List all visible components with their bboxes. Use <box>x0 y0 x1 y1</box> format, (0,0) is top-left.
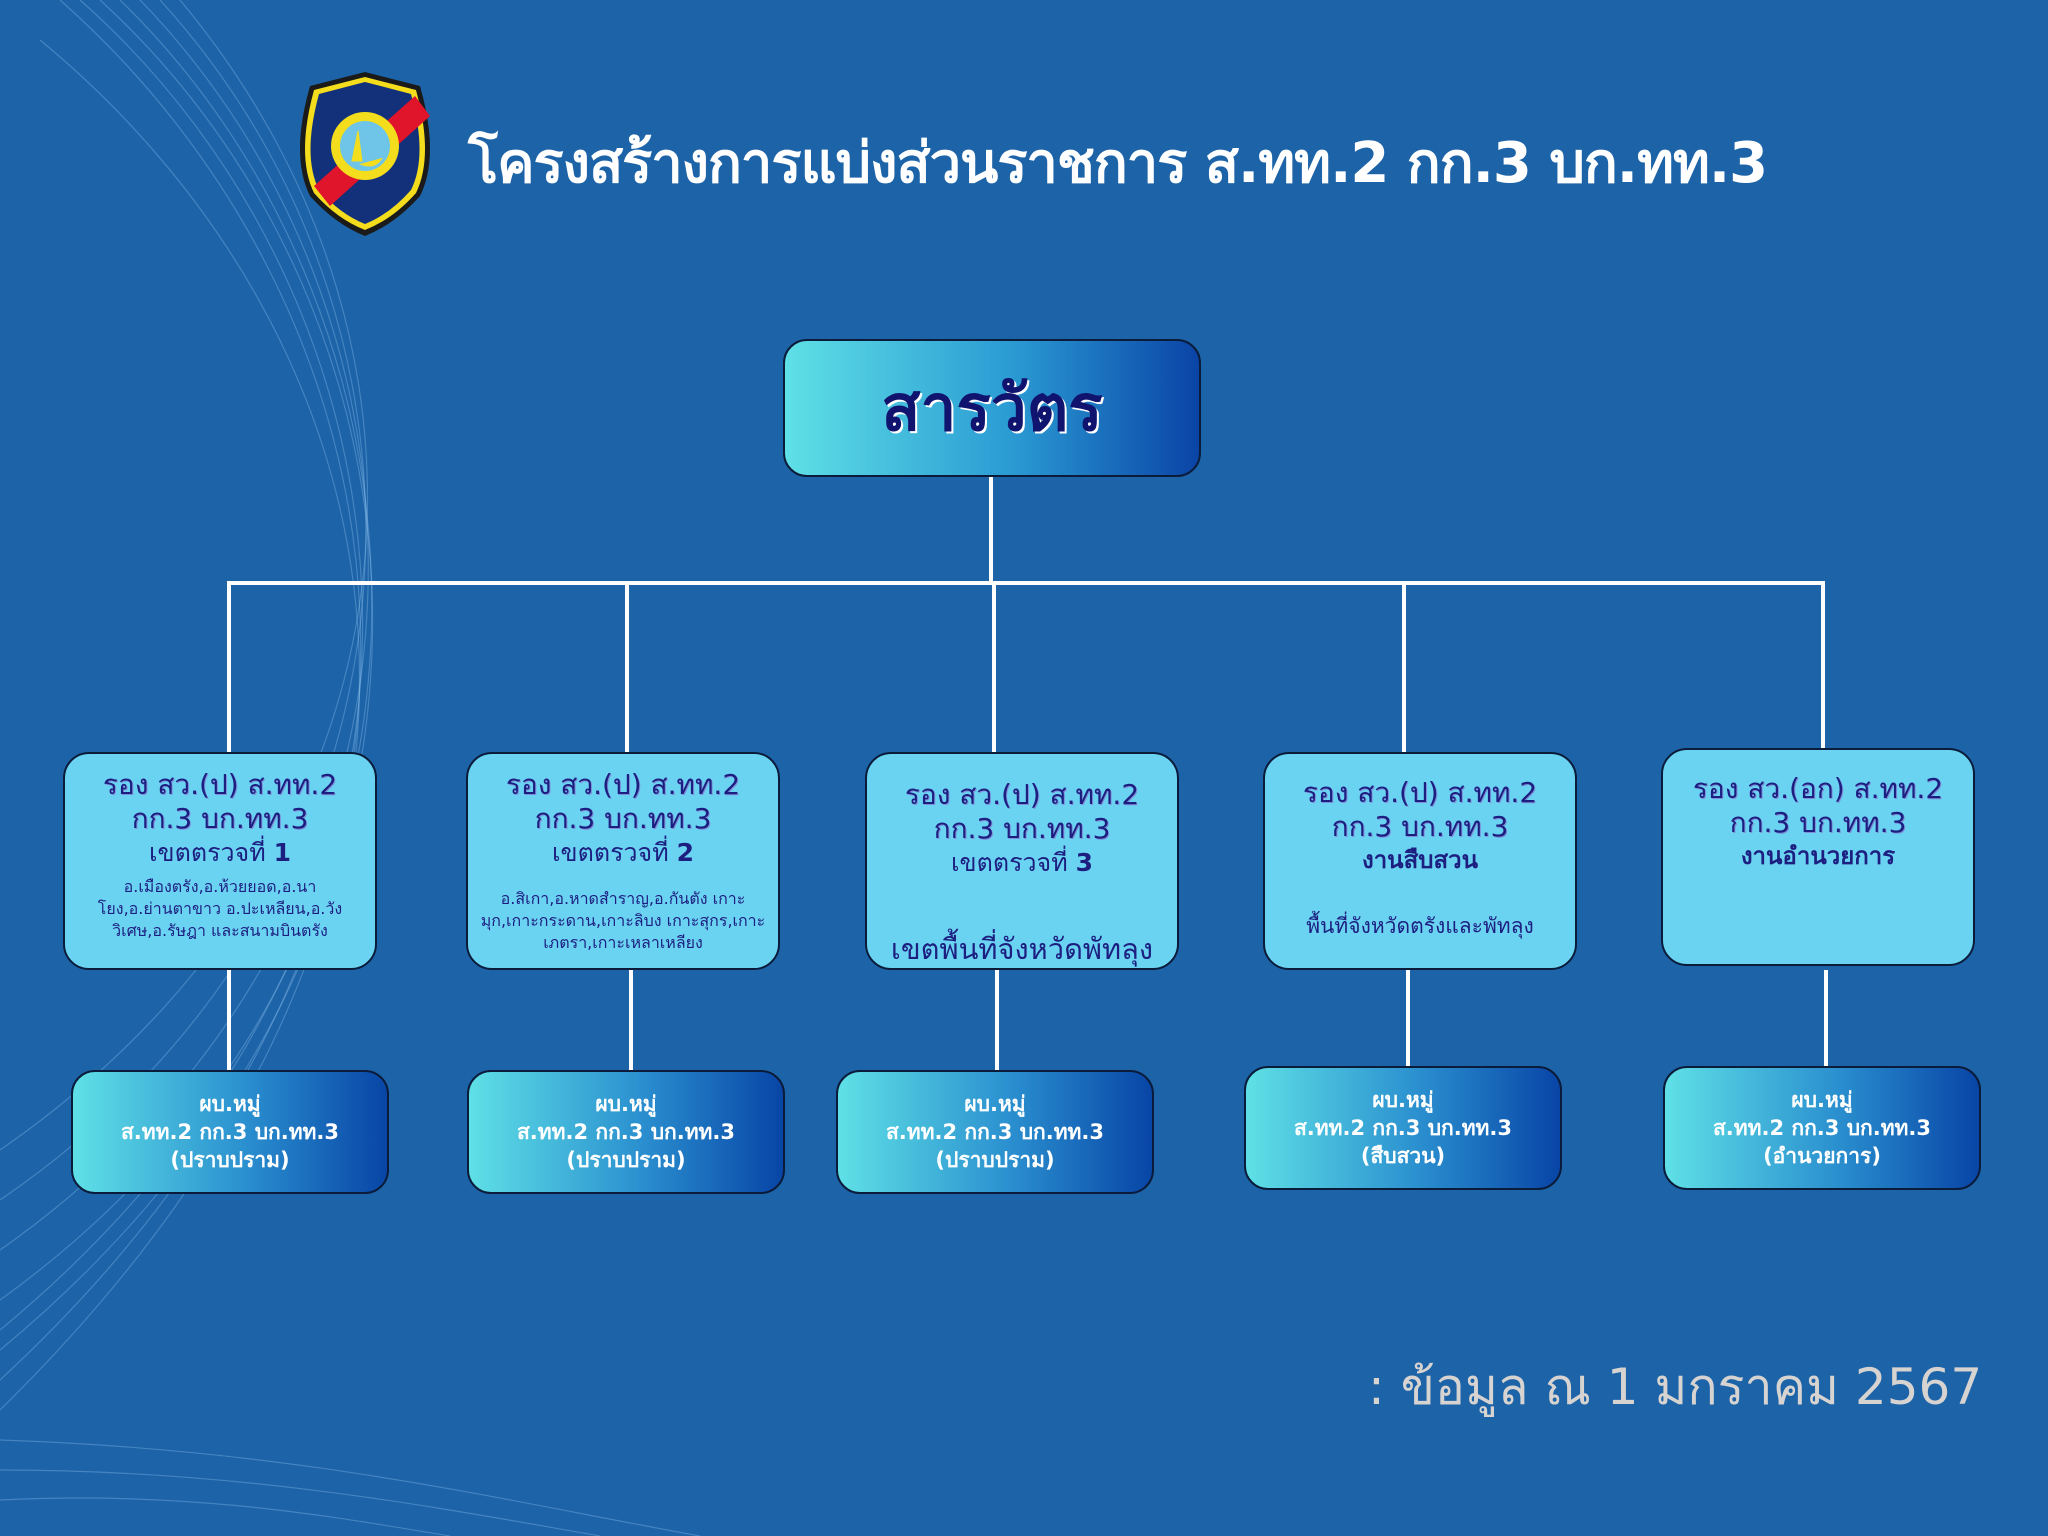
squad-unit: ส.ทท.2 กก.3 บก.ทท.3 <box>516 1120 735 1144</box>
deputy-title: รอง สว.(ป) ส.ทท.2 <box>102 768 338 801</box>
deputy-box-investigation: รอง สว.(ป) ส.ทท.2 กก.3 บก.ทท.3 งานสืบสวน… <box>1263 752 1577 970</box>
deputy-box-administration: รอง สว.(อก) ส.ทท.2 กก.3 บก.ทท.3 งานอำนวย… <box>1661 748 1975 966</box>
deputy-box-zone-3: รอง สว.(ป) ส.ทท.2 กก.3 บก.ทท.3 เขตตรวจที… <box>865 752 1179 970</box>
squad-role: (ปราบปราม) <box>566 1148 686 1172</box>
tourist-police-logo <box>300 72 430 236</box>
connector-line <box>989 475 993 585</box>
squad-title: ผบ.หมู่ <box>595 1092 657 1116</box>
zone-detail: เขตพื้นที่จังหวัดพัทลุง <box>890 932 1154 966</box>
connector-line <box>1402 583 1406 753</box>
squad-title: ผบ.หมู่ <box>199 1092 261 1116</box>
zone-detail: อ.เมืองตรัง,อ.ห้วยยอด,อ.นาโยง,อ.ย่านตาขา… <box>97 877 343 940</box>
deputy-title: รอง สว.(ป) ส.ทท.2 <box>904 778 1140 811</box>
connector-line <box>629 970 633 1072</box>
squad-title: ผบ.หมู่ <box>964 1092 1026 1116</box>
squad-box: ผบ.หมู่ ส.ทท.2 กก.3 บก.ทท.3 (ปราบปราม) <box>467 1070 785 1194</box>
data-date-note: : ข้อมูล ณ 1 มกราคม 2567 <box>1368 1358 1983 1416</box>
connector-line <box>1821 583 1825 753</box>
zone-label: เขตตรวจที่ 3 <box>950 848 1094 877</box>
unit-label: งานอำนวยการ <box>1740 842 1896 870</box>
squad-box: ผบ.หมู่ ส.ทท.2 กก.3 บก.ทท.3 (อำนวยการ) <box>1663 1066 1981 1190</box>
deputy-subtitle: กก.3 บก.ทท.3 <box>534 802 712 835</box>
unit-label: งานสืบสวน <box>1361 846 1478 874</box>
connector-line <box>227 583 231 753</box>
connector-line <box>625 583 629 753</box>
zone-detail: อ.สิเกา,อ.หาดสำราญ,อ.กันตัง เกาะมุก,เกาะ… <box>480 889 766 952</box>
squad-title: ผบ.หมู่ <box>1791 1088 1853 1112</box>
squad-box: ผบ.หมู่ ส.ทท.2 กก.3 บก.ทท.3 (ปราบปราม) <box>71 1070 389 1194</box>
squad-role: (อำนวยการ) <box>1763 1144 1881 1168</box>
deputy-box-zone-2: รอง สว.(ป) ส.ทท.2 กก.3 บก.ทท.3 เขตตรวจที… <box>466 752 780 970</box>
inspector-box: สารวัตร <box>783 339 1201 477</box>
squad-role: (สืบสวน) <box>1360 1144 1446 1168</box>
inspector-label: สารวัตร <box>881 372 1103 446</box>
deputy-box-zone-1: รอง สว.(ป) ส.ทท.2 กก.3 บก.ทท.3 เขตตรวจที… <box>63 752 377 970</box>
squad-role: (ปราบปราม) <box>170 1148 290 1172</box>
squad-unit: ส.ทท.2 กก.3 บก.ทท.3 <box>1712 1116 1931 1140</box>
connector-line <box>992 583 996 753</box>
connector-line <box>1406 970 1410 1068</box>
squad-unit: ส.ทท.2 กก.3 บก.ทท.3 <box>120 1120 339 1144</box>
deputy-title: รอง สว.(ป) ส.ทท.2 <box>1302 776 1538 809</box>
deputy-subtitle: กก.3 บก.ทท.3 <box>1729 806 1907 839</box>
squad-box: ผบ.หมู่ ส.ทท.2 กก.3 บก.ทท.3 (สืบสวน) <box>1244 1066 1562 1190</box>
area-detail: พื้นที่จังหวัดตรังและพัทลุง <box>1306 914 1534 938</box>
deputy-title: รอง สว.(อก) ส.ทท.2 <box>1692 772 1944 805</box>
connector-line <box>227 581 1825 585</box>
connector-line <box>1824 970 1828 1068</box>
connector-line <box>995 970 999 1072</box>
deputy-subtitle: กก.3 บก.ทท.3 <box>933 812 1111 845</box>
deputy-title: รอง สว.(ป) ส.ทท.2 <box>505 768 741 801</box>
zone-label: เขตตรวจที่ 2 <box>551 838 695 867</box>
squad-box: ผบ.หมู่ ส.ทท.2 กก.3 บก.ทท.3 (ปราบปราม) <box>836 1070 1154 1194</box>
zone-label: เขตตรวจที่ 1 <box>148 838 292 867</box>
deputy-subtitle: กก.3 บก.ทท.3 <box>1331 810 1509 843</box>
squad-role: (ปราบปราม) <box>935 1148 1055 1172</box>
squad-unit: ส.ทท.2 กก.3 บก.ทท.3 <box>885 1120 1104 1144</box>
deputy-subtitle: กก.3 บก.ทท.3 <box>131 802 309 835</box>
page-title: โครงสร้างการแบ่งส่วนราชการ ส.ทท.2 กก.3 บ… <box>468 131 1768 196</box>
squad-unit: ส.ทท.2 กก.3 บก.ทท.3 <box>1293 1116 1512 1140</box>
squad-title: ผบ.หมู่ <box>1372 1088 1434 1112</box>
connector-line <box>227 970 231 1072</box>
